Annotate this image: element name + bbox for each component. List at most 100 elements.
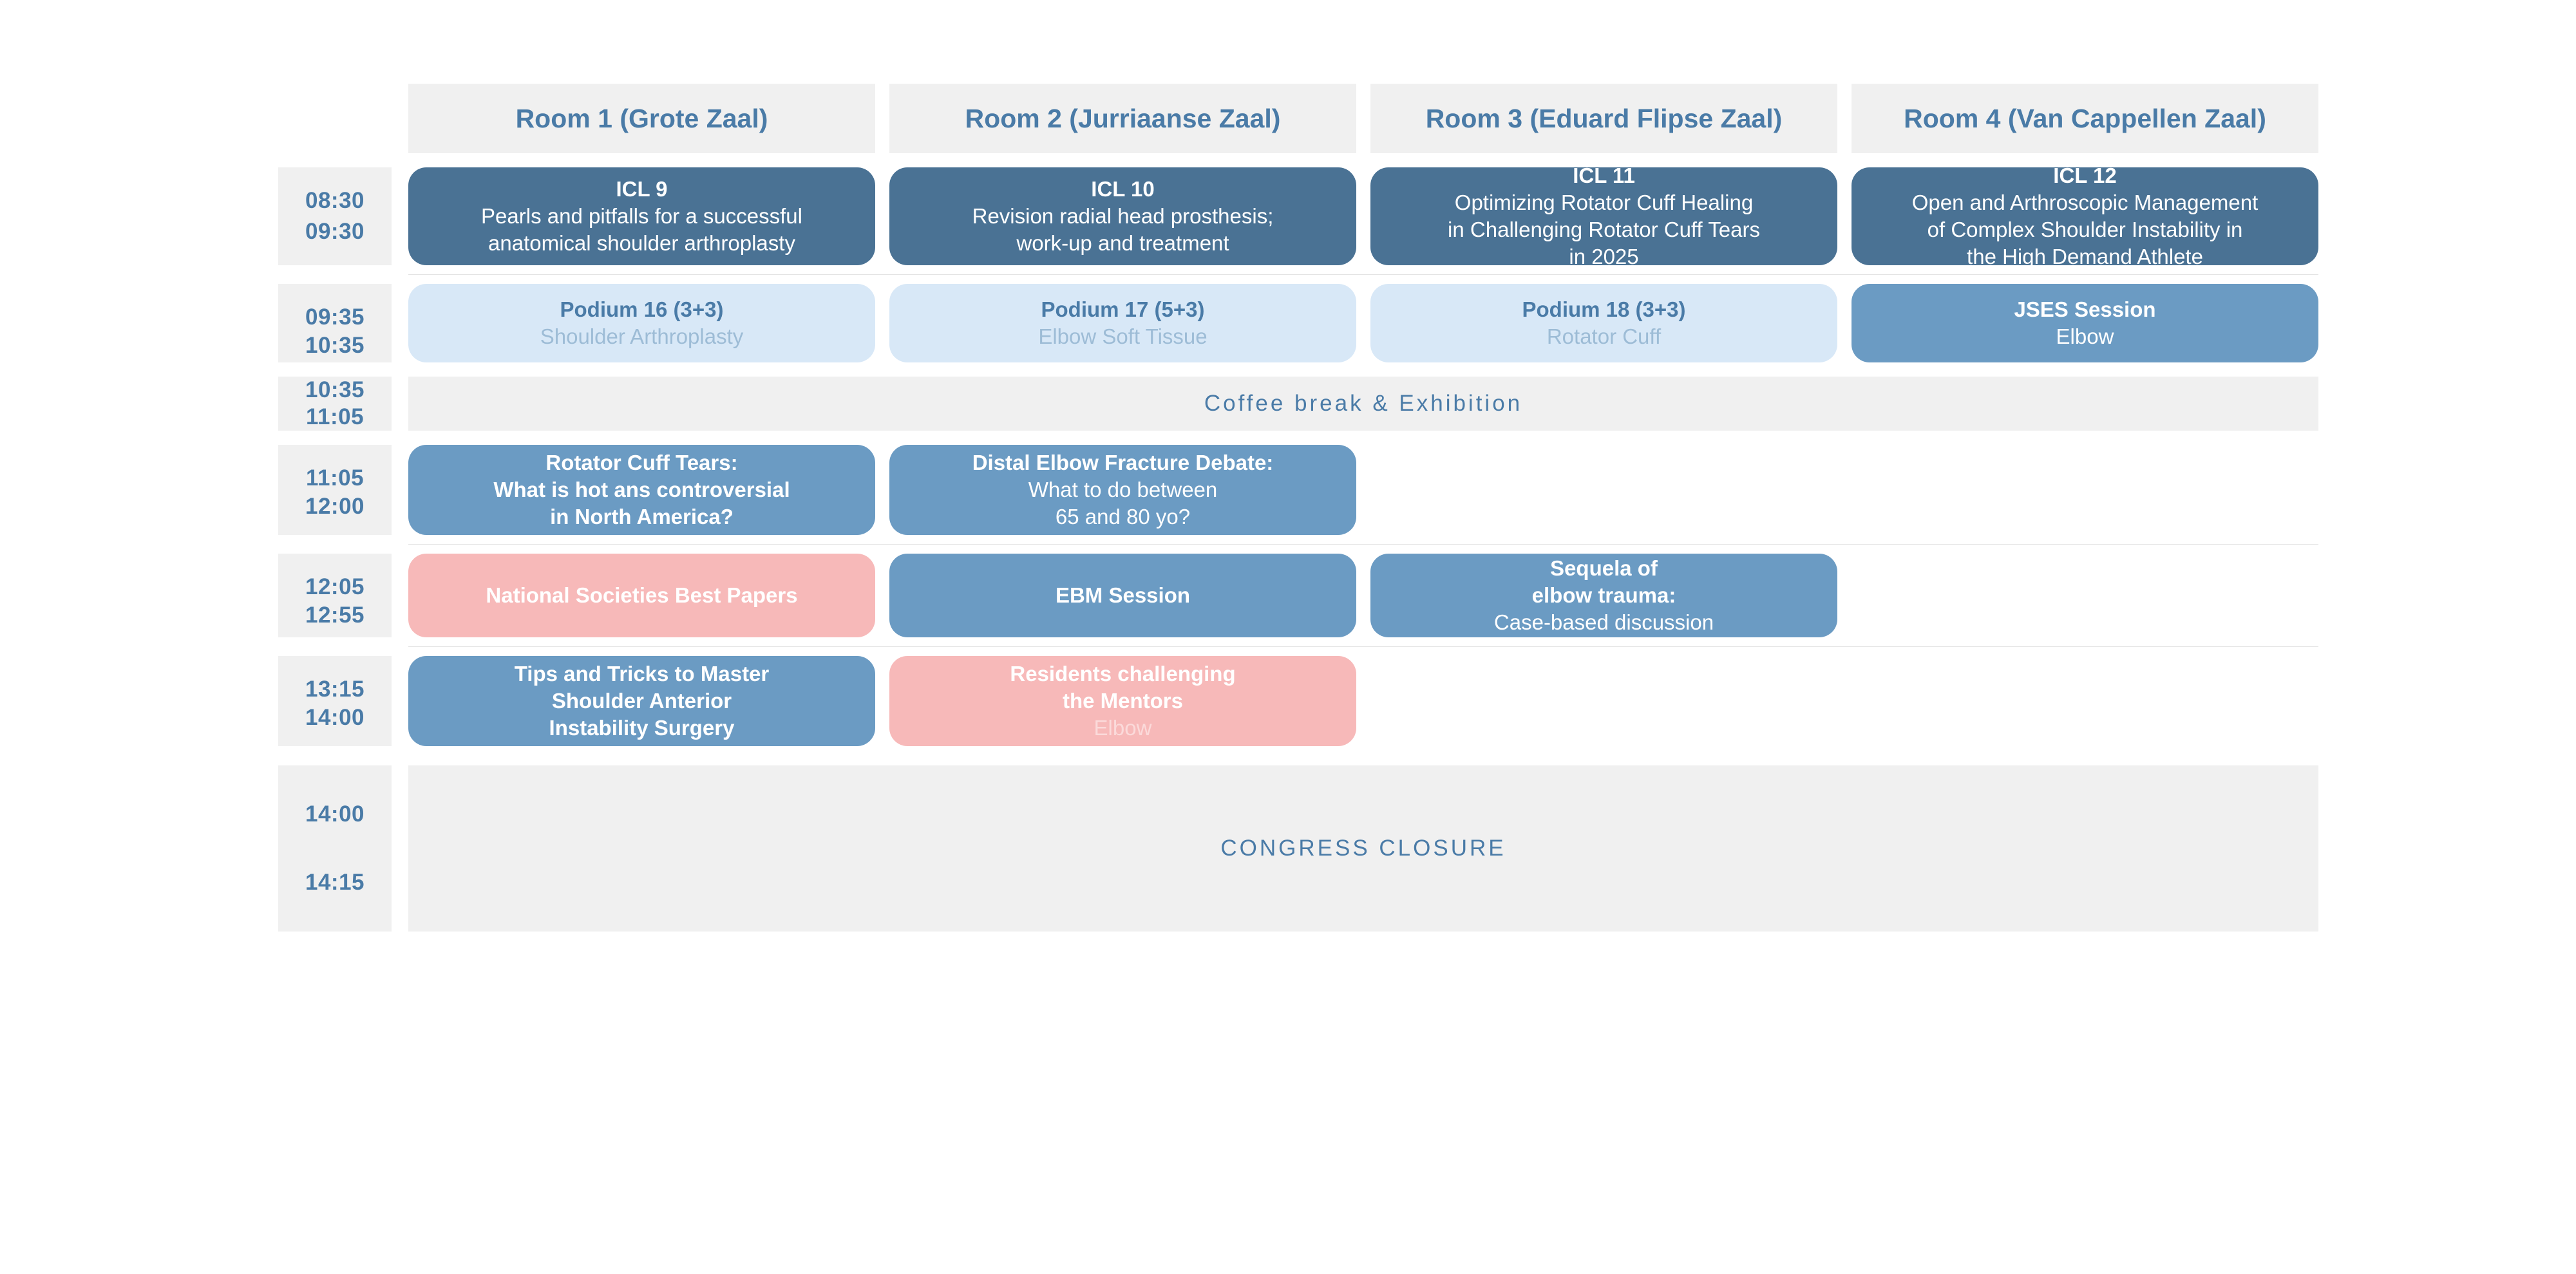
cell-podium-room1: Podium 16 (3+3) Shoulder Arthroplasty [408, 284, 875, 362]
session-subtitle: Case-based discussion [1493, 610, 1714, 635]
schedule-row-1205: 12:05 12:55 National Societies Best Pape… [0, 554, 2576, 637]
session-subtitle: Revision radial head prosthesis;work-up … [972, 203, 1274, 256]
room-column-3: Room 3 (Eduard Flipse Zaal) [1370, 84, 1837, 153]
session-columns-podium: Podium 16 (3+3) Shoulder Arthroplasty Po… [408, 284, 2318, 362]
session-card[interactable]: National Societies Best Papers [408, 554, 875, 637]
cell-1315-room4 [1852, 656, 2318, 746]
session-card-empty [1370, 445, 1837, 535]
cell-podium-room4: JSES Session Elbow [1852, 284, 2318, 362]
congress-closure-band: CONGRESS CLOSURE [408, 765, 2318, 932]
header-gutter [278, 84, 392, 153]
session-card[interactable]: ICL 10 Revision radial head prosthesis;w… [889, 167, 1356, 265]
time-start-podium: 09:35 [305, 304, 365, 330]
session-card[interactable]: JSES Session Elbow [1852, 284, 2318, 362]
time-end-1205: 12:55 [305, 603, 365, 628]
row-separator [408, 646, 2318, 647]
session-title: Rotator Cuff Tears:What is hot ans contr… [493, 450, 790, 529]
room-header-columns: Room 1 (Grote Zaal) Room 2 (Jurriaanse Z… [408, 84, 2318, 153]
time-end-closure: 14:15 [305, 870, 365, 895]
room-header-3[interactable]: Room 3 (Eduard Flipse Zaal) [1370, 84, 1837, 153]
session-title: Podium 17 (5+3) [1041, 297, 1205, 321]
session-card[interactable]: ICL 9 Pearls and pitfalls for a successf… [408, 167, 875, 265]
session-card[interactable]: Podium 16 (3+3) Shoulder Arthroplasty [408, 284, 875, 362]
spacer [0, 647, 2576, 656]
time-end-icl: 09:30 [305, 219, 365, 244]
cell-1105-room2: Distal Elbow Fracture Debate: What to do… [889, 445, 1356, 535]
session-card[interactable]: Podium 18 (3+3) Rotator Cuff [1370, 284, 1837, 362]
time-end-1105: 12:00 [305, 494, 365, 519]
room-header-2[interactable]: Room 2 (Jurriaanse Zaal) [889, 84, 1356, 153]
session-card[interactable]: Rotator Cuff Tears:What is hot ans contr… [408, 445, 875, 535]
schedule-row-1105: 11:05 12:00 Rotator Cuff Tears:What is h… [0, 445, 2576, 535]
session-columns-icl: ICL 9 Pearls and pitfalls for a successf… [408, 164, 2318, 268]
cell-1105-room3 [1370, 445, 1837, 535]
cell-1205-room4 [1852, 554, 2318, 637]
time-gutter-podium: 09:35 10:35 [278, 284, 392, 362]
schedule-row-coffee: 10:35 11:05 Coffee break & Exhibition [0, 377, 2576, 431]
session-card[interactable]: EBM Session [889, 554, 1356, 637]
session-subtitle: Elbow [2056, 324, 2114, 348]
room-header-4[interactable]: Room 4 (Van Cappellen Zaal) [1852, 84, 2318, 153]
session-title: Podium 18 (3+3) [1522, 297, 1686, 321]
session-card[interactable]: Distal Elbow Fracture Debate: What to do… [889, 445, 1356, 535]
cell-1315-room3 [1370, 656, 1837, 746]
time-gutter-1205: 12:05 12:55 [278, 554, 392, 637]
time-gutter-coffee: 10:35 11:05 [278, 377, 392, 431]
cell-1105-room1: Rotator Cuff Tears:What is hot ans contr… [408, 445, 875, 535]
row-separator [408, 274, 2318, 275]
spacer [0, 431, 2576, 445]
room-header-1[interactable]: Room 1 (Grote Zaal) [408, 84, 875, 153]
session-title: ICL 12 [2053, 163, 2117, 187]
time-gutter-1105: 11:05 12:00 [278, 445, 392, 535]
session-card-empty [1852, 656, 2318, 746]
cell-podium-room3: Podium 18 (3+3) Rotator Cuff [1370, 284, 1837, 362]
cell-1105-room4 [1852, 445, 2318, 535]
time-end-podium: 10:35 [305, 333, 365, 358]
session-columns-1205: National Societies Best Papers EBM Sessi… [408, 554, 2318, 637]
session-card[interactable]: Podium 17 (5+3) Elbow Soft Tissue [889, 284, 1356, 362]
session-subtitle: Rotator Cuff [1546, 324, 1662, 348]
time-end-1315: 14:00 [305, 705, 365, 730]
schedule-row-podium: 09:35 10:35 Podium 16 (3+3) Shoulder Art… [0, 284, 2576, 362]
spacer [0, 637, 2576, 646]
time-start-closure: 14:00 [305, 801, 365, 827]
cell-icl-room1: ICL 9 Pearls and pitfalls for a successf… [408, 167, 875, 265]
session-card-empty [1370, 656, 1837, 746]
session-title: ICL 9 [616, 176, 668, 201]
session-title: JSES Session [2014, 297, 2156, 321]
time-start-1205: 12:05 [305, 574, 365, 599]
session-title: National Societies Best Papers [486, 583, 798, 607]
cell-1205-room1: National Societies Best Papers [408, 554, 875, 637]
session-title: EBM Session [1055, 583, 1191, 607]
cell-icl-room2: ICL 10 Revision radial head prosthesis;w… [889, 167, 1356, 265]
schedule-row-closure: 14:00 14:15 CONGRESS CLOSURE [0, 765, 2576, 932]
cell-podium-room2: Podium 17 (5+3) Elbow Soft Tissue [889, 284, 1356, 362]
cell-1205-room2: EBM Session [889, 554, 1356, 637]
spacer [0, 535, 2576, 544]
session-card-empty [1852, 554, 2318, 637]
session-card-empty [1852, 445, 2318, 535]
time-start-icl: 08:30 [305, 188, 365, 213]
session-columns-1105: Rotator Cuff Tears:What is hot ans contr… [408, 445, 2318, 535]
room-column-1: Room 1 (Grote Zaal) [408, 84, 875, 153]
session-subtitle: Shoulder Arthroplasty [540, 324, 744, 348]
spacer [0, 275, 2576, 284]
